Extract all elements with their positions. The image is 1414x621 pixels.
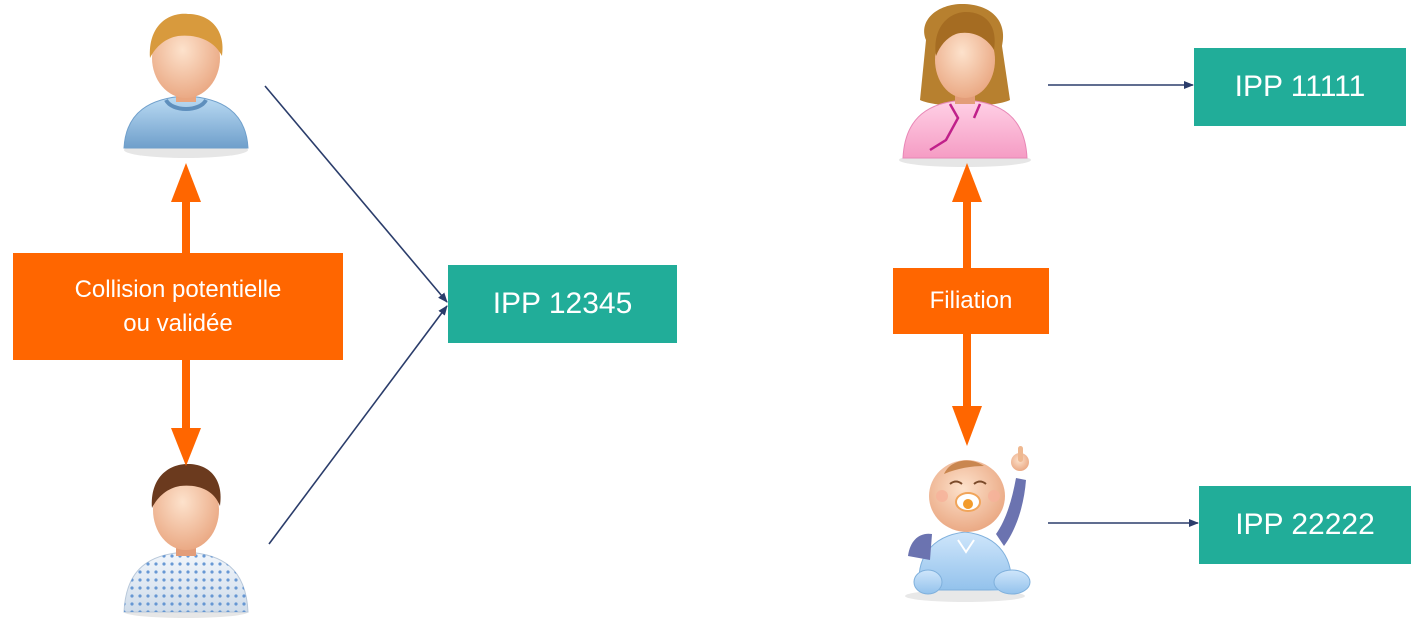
filiation-label-text: Filiation [929, 287, 1013, 314]
collision-label-line2: ou validée [123, 309, 233, 337]
ipp-22222-box: IPP 22222 [1199, 486, 1411, 564]
baby-icon [905, 446, 1031, 602]
filiation-label: Filiation [893, 268, 1049, 334]
filiation-double-arrow [952, 163, 982, 446]
collision-double-arrow [171, 163, 201, 466]
links-to-ipp-12345 [264, 85, 448, 545]
ipp-11111-box: IPP 11111 [1194, 48, 1406, 126]
links-right [1048, 81, 1199, 527]
ipp-22222-label: IPP 22222 [1235, 508, 1375, 541]
ipp-12345-box: IPP 12345 [448, 265, 677, 343]
collision-label-line1: Collision potentielle [74, 275, 282, 303]
woman-pink-shirt-icon [899, 4, 1031, 167]
man-blue-shirt-icon [123, 13, 249, 158]
ipp-11111-label: IPP 11111 [1234, 70, 1366, 103]
ipp-12345-label: IPP 12345 [492, 287, 633, 320]
man-hospital-gown-icon [123, 464, 249, 618]
collision-label: Collision potentielle ou validée [13, 253, 343, 360]
